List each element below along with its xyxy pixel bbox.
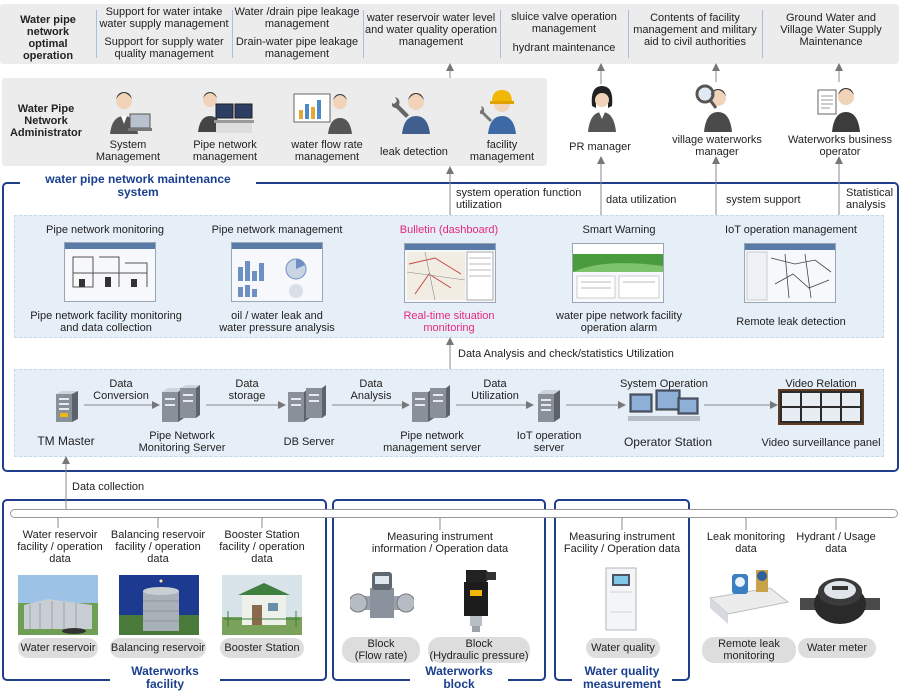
iot-screenshot <box>744 243 836 303</box>
monitoring-screenshot <box>64 242 156 302</box>
caption-water-quality: Measuring instrument Facility / Operatio… <box>563 531 681 555</box>
caption-balancing-reservoir: Balancing reservoir facility / operation… <box>110 529 206 565</box>
smart-warning-screenshot <box>572 243 664 303</box>
tm-master-server-icon <box>56 391 78 422</box>
label-remote-leak: Remote leak monitoring <box>702 637 796 663</box>
module-caption-iot: Remote leak detection <box>736 316 846 328</box>
role-water-flow-rate: water flow rate management <box>291 139 363 163</box>
top-item-sluice-valve: sluice valve operation management <box>511 11 617 35</box>
role-system-management: System Management <box>95 139 161 163</box>
person-chart-icon <box>293 93 352 134</box>
db-server-icon <box>288 385 326 422</box>
caption-water-reservoir: Water reservoir facility / operation dat… <box>17 529 103 565</box>
module-caption-monitoring: Pipe network facility monitoring and dat… <box>30 310 182 334</box>
module-title-management: Pipe network management <box>211 224 343 236</box>
module-title-smart-warning: Smart Warning <box>582 224 656 236</box>
block-group-title: Waterworks block <box>410 665 508 691</box>
link-system-operation: System Operation <box>619 378 709 390</box>
top-item-drain-leak: Drain-water pipe leakage management <box>235 36 359 60</box>
iot-server-icon <box>538 390 560 422</box>
link-data-storage: Data storage <box>228 378 266 402</box>
label-water-reservoir: Water reservoir <box>18 638 98 658</box>
caption-block: Measuring instrument information / Opera… <box>371 531 509 555</box>
person-laptop-icon <box>110 92 152 134</box>
data-collection-label: Data collection <box>72 481 145 493</box>
facility-group-title: Waterworks facility <box>110 665 220 691</box>
top-item-supply-quality: Support for supply water quality managem… <box>104 36 224 60</box>
link-data-utilization: Data Utilization <box>471 378 519 402</box>
server-operator-station: Operator Station <box>623 435 713 449</box>
administrator-panel <box>2 78 547 166</box>
woman-icon <box>588 86 616 132</box>
flow-data-utilization: data utilization <box>606 194 677 206</box>
quality-group-title: Water quality measurement <box>572 665 672 691</box>
water-meter-icon <box>800 578 880 624</box>
server-iot: IoT operation server <box>516 430 582 454</box>
hardhat-worker-icon <box>480 90 516 134</box>
role-village-waterworks-manager: village waterworks manager <box>672 134 762 158</box>
operator-station-icon <box>628 389 700 421</box>
server-video-panel: Video surveillance panel <box>761 437 881 449</box>
role-pipe-network-management: Pipe network management <box>192 139 258 163</box>
management-screenshot <box>231 242 323 302</box>
label-block-flow: Block (Flow rate) <box>342 637 420 663</box>
caption-booster-station: Booster Station facility / operation dat… <box>219 529 305 565</box>
role-pr-manager: PR manager <box>569 141 631 153</box>
top-item-reservoir: water reservoir water level and water qu… <box>364 12 498 48</box>
label-booster-station: Booster Station <box>220 638 304 658</box>
top-item-facility-contents: Contents of facility management and mili… <box>633 12 757 48</box>
top-row-title: Water pipe network optimal operation <box>20 14 76 62</box>
caption-hydrant-usage: Hydrant / Usage data <box>796 531 876 555</box>
administrator-title: Water Pipe Network Administrator <box>9 103 83 139</box>
video-panel-icon <box>778 389 864 425</box>
water-quality-analyzer-icon <box>605 567 637 631</box>
booster-station-photo <box>222 575 302 635</box>
data-bus-bar <box>10 509 898 518</box>
module-title-bulletin: Bulletin (dashboard) <box>399 224 499 236</box>
flow-statistical-analysis: Statistical analysis <box>846 187 894 211</box>
person-monitors-icon <box>198 92 254 133</box>
magnifier-person-icon <box>695 84 732 132</box>
leak-sensor-icon <box>708 570 790 624</box>
flow-system-support: system support <box>726 194 801 206</box>
label-water-meter: Water meter <box>798 638 876 658</box>
balancing-reservoir-photo <box>119 575 199 635</box>
label-balancing-reservoir: Balancing reservoir <box>110 638 206 658</box>
top-optimal-operation-panel <box>0 4 899 64</box>
link-data-analysis: Data Analysis <box>350 378 392 402</box>
server-db: DB Server <box>283 436 335 448</box>
server-monitoring: Pipe Network Monitoring Server <box>138 430 226 454</box>
server-tm-master: TM Master <box>37 434 95 448</box>
server-management: Pipe network management server <box>383 430 481 454</box>
role-waterworks-business-operator: Waterworks business operator <box>787 134 893 158</box>
module-caption-bulletin: Real-time situation monitoring <box>403 310 495 334</box>
wrench-person-icon <box>392 93 430 134</box>
management-server-icon <box>412 385 450 422</box>
link-data-conversion: Data Conversion <box>93 378 149 402</box>
caption-leak-monitoring: Leak monitoring data <box>706 531 786 555</box>
analysis-label: Data Analysis and check/statistics Utili… <box>458 348 674 360</box>
top-item-water-leak: Water /drain pipe leakage management <box>234 6 360 30</box>
monitoring-server-icon <box>162 385 200 422</box>
water-reservoir-photo <box>18 575 98 635</box>
label-water-quality: Water quality <box>586 638 660 658</box>
flow-meter-icon <box>350 572 414 618</box>
link-video-relation: Video Relation <box>785 378 857 390</box>
document-person-icon <box>817 88 860 132</box>
role-leak-detection: leak detection <box>380 146 448 158</box>
top-item-ground-water: Ground Water and Village Water Supply Ma… <box>780 12 882 48</box>
system-title: water pipe network maintenance system <box>20 173 256 199</box>
role-facility-management: facility management <box>469 139 535 163</box>
module-title-iot: IoT operation management <box>725 224 857 236</box>
top-item-hydrant: hydrant maintenance <box>512 42 616 54</box>
module-caption-management: oil / water leak and water pressure anal… <box>219 310 335 334</box>
flow-system-operation: system operation function utilization <box>456 187 582 211</box>
pressure-sensor-icon <box>464 570 496 632</box>
top-item-intake: Support for water intake water supply ma… <box>99 6 229 30</box>
module-title-monitoring: Pipe network monitoring <box>45 224 164 236</box>
bulletin-screenshot <box>404 243 496 303</box>
module-caption-smart-warning: water pipe network facility operation al… <box>556 310 682 334</box>
label-block-pressure: Block (Hydraulic pressure) <box>428 637 530 663</box>
